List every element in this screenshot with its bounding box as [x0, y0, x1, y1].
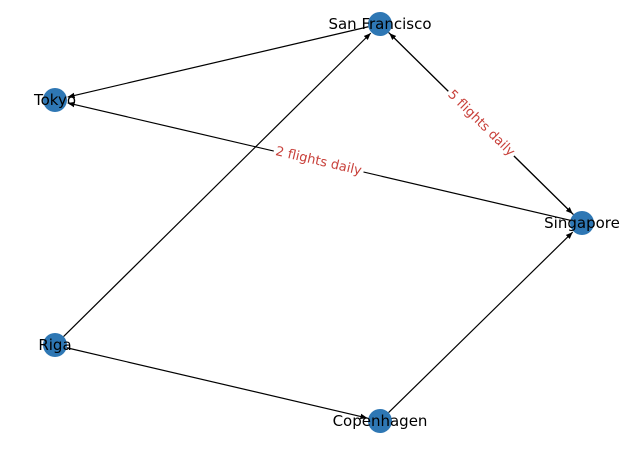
node-copenhagen [368, 409, 392, 433]
node-sf [368, 12, 392, 36]
edge-label-sf-to-singapore: 5 flights daily [444, 87, 517, 160]
node-label-copenhagen: Copenhagen [333, 412, 428, 430]
edge-label-singapore-to-tokyo: 2 flights daily [274, 144, 363, 179]
edge-label-background [442, 85, 520, 162]
edge-sf-to-tokyo [67, 26, 369, 99]
node-label-sf: San Francisco [328, 15, 431, 33]
edge-riga-to-sf [63, 32, 372, 337]
edge-label-background [271, 142, 366, 181]
edge-riga-to-copenhagen [66, 347, 368, 420]
edge-labels-layer: 2 flights daily 5 flights daily [271, 85, 520, 181]
node-singapore [570, 211, 594, 235]
edge-label-group-sf-to-singapore: 5 flights daily [442, 85, 520, 162]
labels-layer: San FranciscoTokyoSingaporeRigaCopenhage… [33, 15, 620, 430]
node-label-riga: Riga [38, 336, 71, 354]
nodes-layer [43, 12, 594, 433]
node-riga [43, 333, 67, 357]
edge-copenhagen-to-singapore [388, 231, 574, 414]
node-tokyo [43, 88, 67, 112]
node-label-singapore: Singapore [544, 214, 620, 232]
node-label-tokyo: Tokyo [33, 91, 76, 109]
edge-label-group-singapore-to-tokyo: 2 flights daily [271, 142, 366, 181]
edges-layer [63, 26, 574, 420]
